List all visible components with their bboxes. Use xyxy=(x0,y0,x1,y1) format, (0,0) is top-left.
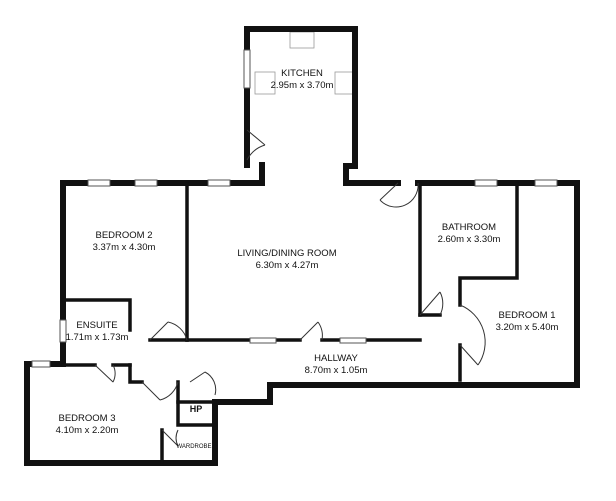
kitchen-room: KITCHEN 2.95m x 3.70m xyxy=(271,68,334,91)
kitchen-fixtures xyxy=(254,31,356,95)
bedroom3-name: BEDROOM 3 xyxy=(58,413,115,424)
bedroom1-room: BEDROOM 1 3.20m x 5.40m xyxy=(496,310,559,333)
ensuite-dims: 1.71m x 1.73m xyxy=(66,332,129,343)
living-name: LIVING/DINING ROOM xyxy=(237,248,336,259)
bathroom-room: BATHROOM 2.60m x 3.30m xyxy=(438,222,501,245)
wardrobe-label: WARDROBE xyxy=(176,444,211,450)
bathroom-name: BATHROOM xyxy=(442,222,496,233)
hallway-dims: 8.70m x 1.05m xyxy=(305,365,368,376)
hallway-room: HALLWAY 8.70m x 1.05m xyxy=(305,353,368,376)
bedroom1-dims: 3.20m x 5.40m xyxy=(496,322,559,333)
windows xyxy=(31,49,558,368)
ensuite-room: ENSUITE 1.71m x 1.73m xyxy=(66,320,129,343)
kitchen-name: KITCHEN xyxy=(281,68,323,79)
bedroom2-name: BEDROOM 2 xyxy=(95,230,152,241)
door-swings xyxy=(94,129,486,447)
ensuite-name: ENSUITE xyxy=(76,320,117,331)
bathroom-dims: 2.60m x 3.30m xyxy=(438,234,501,245)
living-room: LIVING/DINING ROOM 6.30m x 4.27m xyxy=(237,248,336,271)
bedroom2-dims: 3.37m x 4.30m xyxy=(93,242,156,253)
interior-walls xyxy=(61,182,519,464)
bedroom1-name: BEDROOM 1 xyxy=(498,310,555,321)
bedroom3-room: BEDROOM 3 4.10m x 2.20m xyxy=(56,413,119,436)
kitchen-dims: 2.95m x 3.70m xyxy=(271,80,334,91)
hp-label: HP xyxy=(190,404,203,414)
bedroom3-dims: 4.10m x 2.20m xyxy=(56,425,119,436)
living-dims: 6.30m x 4.27m xyxy=(256,260,319,271)
bedroom2-room: BEDROOM 2 3.37m x 4.30m xyxy=(93,230,156,253)
hallway-name: HALLWAY xyxy=(314,353,358,364)
